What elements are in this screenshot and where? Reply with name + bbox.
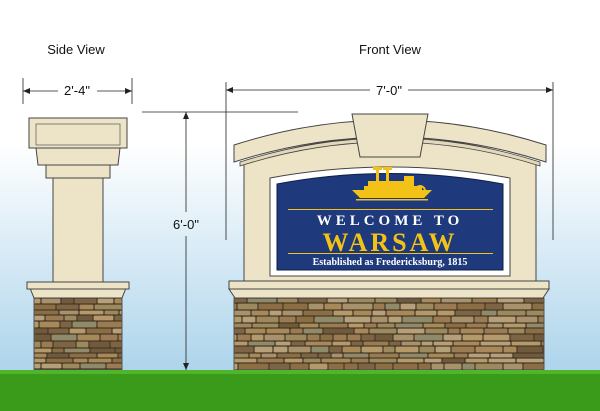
divider-line xyxy=(288,209,493,210)
side-view-pillar xyxy=(26,117,130,371)
steamboat-icon xyxy=(352,167,432,201)
front-view-label: Front View xyxy=(359,42,422,57)
sign-line-established: Established as Fredericksburg, 1815 xyxy=(313,257,468,268)
front-width-dimension: 7'-0" xyxy=(376,83,402,98)
side-width-dimension: 2'-4" xyxy=(64,83,90,98)
sign-line-welcome: WELCOME TO xyxy=(317,213,464,229)
divider-line-lower xyxy=(288,253,493,254)
dimension-lines xyxy=(22,78,554,370)
keystone xyxy=(351,113,429,158)
side-shaft xyxy=(52,177,104,283)
dimension-arrows xyxy=(23,87,553,370)
front-base-cap xyxy=(228,288,550,299)
sign-panel xyxy=(276,173,504,271)
grass-ground xyxy=(0,370,600,411)
sign-line-town: WARSAW xyxy=(322,228,457,257)
front-brick-base xyxy=(234,298,544,370)
front-view-sign: WELCOME TO WARSAW Established as Frederi… xyxy=(228,113,550,371)
arched-cornice xyxy=(233,119,547,163)
side-capital xyxy=(28,117,128,149)
side-view-label: Side View xyxy=(47,42,105,57)
side-brick-base xyxy=(34,298,122,370)
height-dimension: 6'-0" xyxy=(173,217,199,232)
